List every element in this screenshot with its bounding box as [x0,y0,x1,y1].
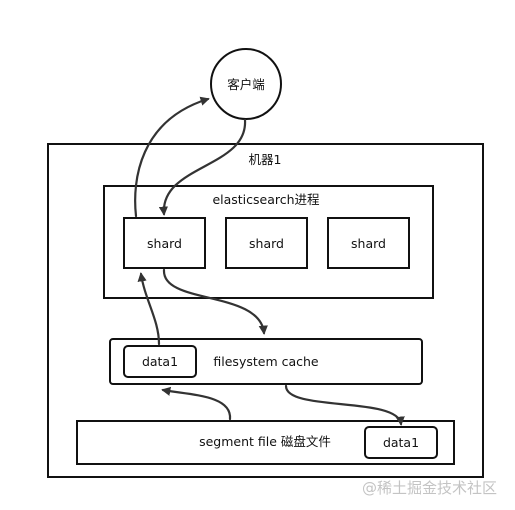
cache-data1-box [123,345,197,378]
shard-3: shard [327,217,410,269]
segment-file-label: segment file 磁盘文件 [199,434,331,449]
shard-2: shard [225,217,308,269]
shard-1-box [123,217,206,269]
shard-2-box [225,217,308,269]
client-label: 客户端 [227,77,265,92]
arrow-client-to-shard [158,118,247,216]
arrow-cache-to-shard [137,272,161,346]
arrow-cache-to-disk-data [284,384,405,426]
es-process-label: elasticsearch进程 [212,192,320,207]
machine-label: 机器1 [249,152,282,167]
filesystem-cache-label: filesystem cache [213,354,319,369]
shard-2-label: shard [249,236,284,251]
shard-1-label: shard [147,236,182,251]
arrow-disk-to-cache [161,386,232,421]
shard-1: shard [123,217,206,269]
client-node [210,48,282,120]
watermark: @稀土掘金技术社区 [362,479,497,497]
arrow-shard-to-client [134,96,210,218]
shard-3-box [327,217,410,269]
disk-data1-label: data1 [383,435,419,450]
disk-data1-box [364,426,438,459]
cache-data1-label: data1 [142,354,178,369]
shard-3-label: shard [351,236,386,251]
arrow-shard-to-cache [162,268,268,335]
